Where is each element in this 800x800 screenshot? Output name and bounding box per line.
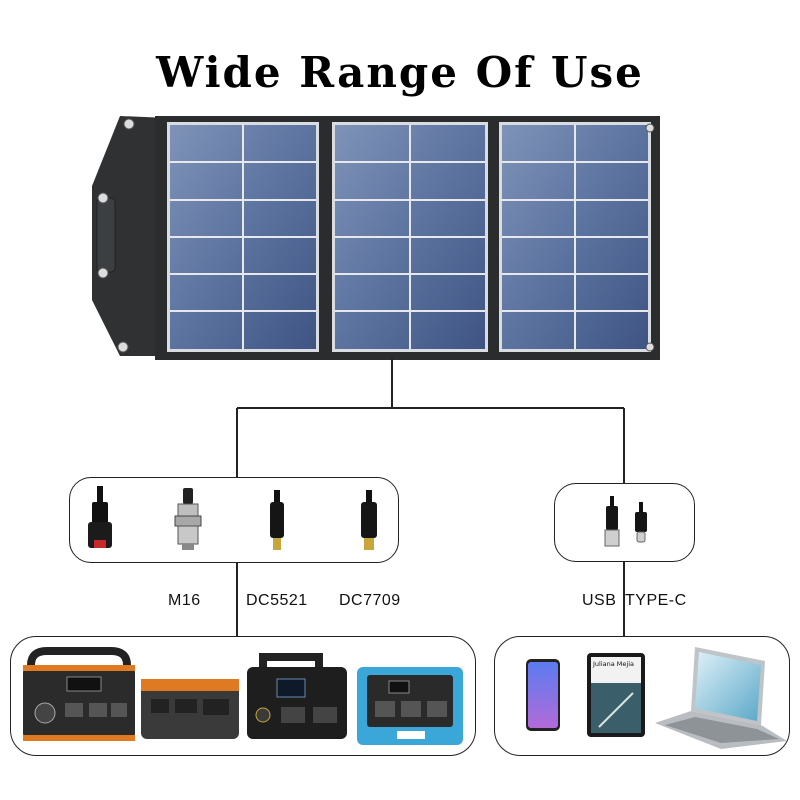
power-station-1-icon <box>23 647 135 741</box>
page-title: Wide Range Of Use <box>156 48 644 97</box>
dc-connectors-box <box>69 477 399 563</box>
power-station-2-icon <box>141 679 239 739</box>
tablet-icon <box>587 653 645 737</box>
anderson-connector-icon <box>88 486 112 548</box>
usb-label: USB <box>582 592 617 609</box>
dc5521-label: DC5521 <box>246 592 308 609</box>
usb-connectors-box <box>554 483 695 562</box>
power-station-3-icon <box>247 653 347 739</box>
m16-label: M16 <box>168 592 201 609</box>
smartphone-icon <box>526 659 560 731</box>
mobile-devices-box: Juliana Mejia <box>494 636 790 756</box>
dc7709-connector-icon <box>361 490 377 550</box>
tablet-header-text: Juliana Mejia <box>592 660 634 668</box>
power-stations-box <box>10 636 476 756</box>
usb-cable-icon <box>604 496 620 547</box>
power-station-4-icon <box>357 667 463 745</box>
laptop-icon <box>655 647 787 749</box>
type-c-cable-icon <box>635 502 647 543</box>
dc5521-connector-icon <box>270 490 284 550</box>
m16-connector-icon <box>174 488 202 550</box>
dc7709-label: DC7709 <box>339 592 401 609</box>
type-c-label: TYPE-C <box>625 592 687 609</box>
